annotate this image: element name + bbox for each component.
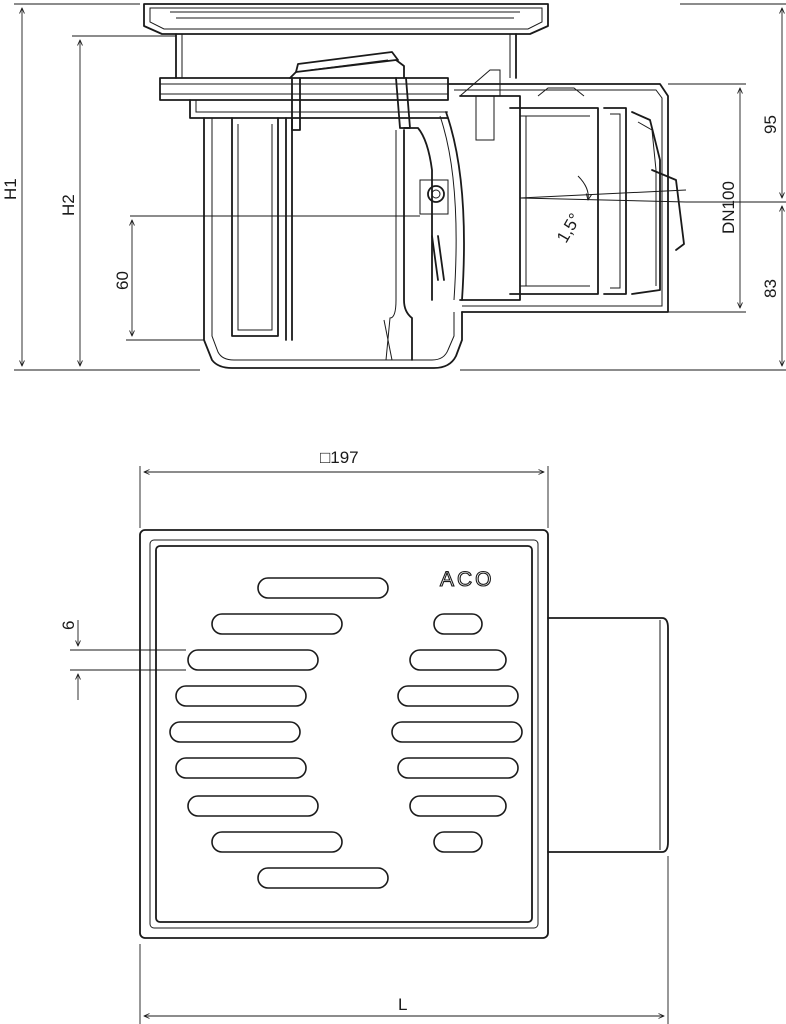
slot — [257, 577, 389, 599]
slot — [169, 721, 301, 743]
side-view: 1,5° H1 H2 60 DN100 — [1, 3, 786, 371]
width-dimension: □197 — [139, 448, 549, 528]
h1-dimension: H1 — [1, 3, 200, 371]
slot — [175, 685, 307, 707]
slot — [397, 757, 519, 779]
h2-dimension: H2 — [59, 35, 176, 366]
right-dimensions: DN100 95 83 — [460, 3, 786, 371]
slot — [175, 757, 307, 779]
top-view: □197 ACO — [59, 448, 669, 1024]
slot — [211, 613, 343, 635]
slot-dimension: 6 — [59, 620, 186, 700]
siphon-insert — [403, 127, 449, 301]
grate-slots — [169, 577, 523, 889]
grate: ACO — [139, 529, 549, 939]
slope-label: 1,5° — [553, 210, 585, 246]
slot — [187, 649, 319, 671]
slot — [433, 613, 483, 635]
width-label: □197 — [320, 448, 359, 467]
dim-83-label: 83 — [761, 279, 780, 298]
outlet-spigot — [547, 617, 669, 853]
slot — [409, 649, 507, 671]
length-label: L — [398, 995, 407, 1014]
drain-body — [203, 117, 463, 369]
slot — [187, 795, 319, 817]
slot — [211, 831, 343, 853]
slot-width-label: 6 — [59, 621, 78, 630]
dim-60-label: 60 — [113, 271, 132, 290]
slot — [433, 831, 483, 853]
slot — [409, 795, 507, 817]
brand-logo: ACO — [440, 568, 495, 591]
dn100-label: DN100 — [719, 181, 738, 234]
flange — [159, 77, 449, 119]
slope-indicator: 1,5° — [519, 175, 687, 246]
h1-label: H1 — [1, 178, 20, 200]
slot — [257, 867, 389, 889]
dim-60: 60 — [113, 220, 204, 341]
slot — [391, 721, 523, 743]
grate-rim — [143, 3, 549, 79]
length-dimension: L — [139, 856, 669, 1024]
slot — [397, 685, 519, 707]
dim-95-label: 95 — [761, 115, 780, 134]
h2-label: H2 — [59, 194, 78, 216]
outlet-pipe — [439, 69, 685, 313]
